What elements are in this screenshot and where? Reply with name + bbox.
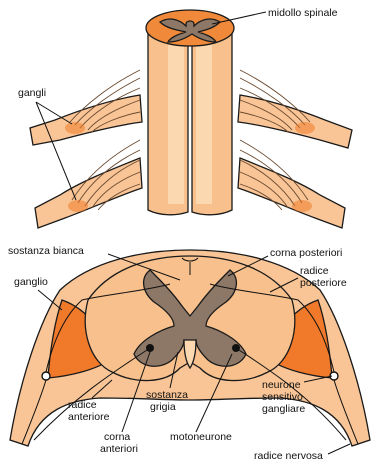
right-upper-nerve [238, 95, 352, 148]
label-anterior-root-line2: anteriore [68, 411, 110, 423]
label-sensory-neuron-line3: gangliare [262, 403, 305, 415]
left-upper-nerve [30, 95, 142, 145]
label-motor-neuron: motoneurone [170, 431, 232, 443]
label-anterior-horns-line2: anteriori [100, 443, 138, 455]
right-lower-ganglion [292, 200, 312, 212]
left-lower-ganglion [68, 200, 88, 212]
label-sensory-neuron: neurone sensitivo gangliare [262, 379, 306, 415]
left-ganglion-neuron-body [42, 372, 50, 380]
label-posterior-root-line1: radice [300, 265, 329, 277]
label-anterior-root-line1: radice [68, 399, 97, 411]
right-lower-nerve [238, 158, 345, 228]
label-white-matter: sostanza bianca [8, 245, 84, 257]
right-nerves [238, 70, 352, 228]
left-upper-ganglion [65, 122, 85, 134]
label-anterior-horns-line1: corna [104, 431, 130, 443]
label-posterior-root-line2: posteriore [300, 277, 347, 289]
label-sensory-neuron-line1: neurone [262, 379, 301, 391]
label-gray-matter: sostanza grigia [146, 389, 191, 413]
leader-nerve-root [328, 444, 350, 454]
cord-left-highlight [168, 34, 184, 204]
label-spinal-cord: midollo spinale [268, 7, 338, 19]
label-sensory-neuron-line2: sensitivo [262, 391, 303, 403]
label-nerve-root: radice nervosa [254, 450, 323, 462]
cord-right-highlight [196, 34, 212, 204]
label-gray-matter-line2: grigia [150, 401, 176, 413]
label-posterior-horns: corna posteriori [270, 247, 342, 259]
label-anterior-horns: corna anteriori [100, 431, 138, 455]
label-ganglia: gangli [18, 87, 46, 99]
label-posterior-root: radice posteriore [300, 265, 347, 289]
label-gray-matter-line1: sostanza [146, 389, 188, 401]
label-ganglion: ganglio [14, 276, 48, 288]
spinal-cord-body [146, 10, 234, 215]
left-lower-nerve [35, 158, 142, 228]
top-view: midollo spinale gangli [18, 7, 352, 228]
cross-section: sostanza bianca corna posteriori radice … [8, 245, 370, 462]
left-nerves [30, 70, 142, 228]
right-upper-ganglion [295, 122, 315, 134]
label-anterior-root: radice anteriore [68, 399, 110, 423]
